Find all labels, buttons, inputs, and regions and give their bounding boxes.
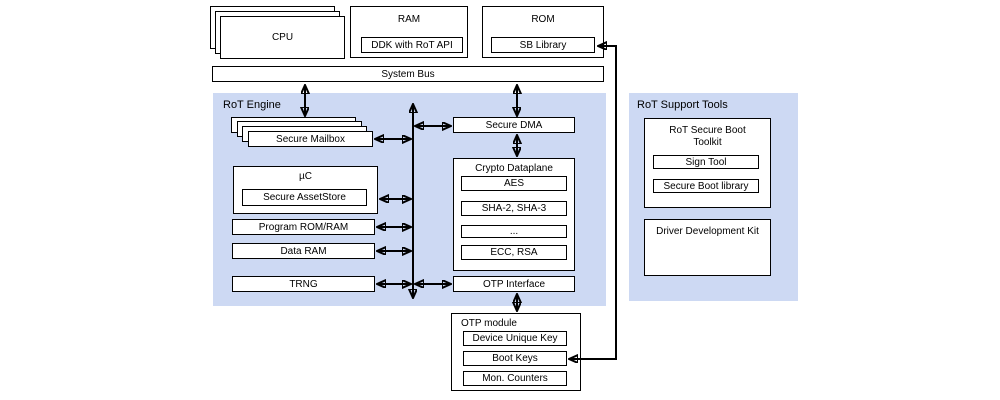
secure-dma-block: Secure DMA xyxy=(453,117,575,133)
rot-secure-boot-toolkit-block: RoT Secure Boot Toolkit Sign Tool Secure… xyxy=(644,118,771,208)
secure-assetstore-label: Secure AssetStore xyxy=(263,192,346,203)
data-ram-block: Data RAM xyxy=(232,243,375,259)
ecc-rsa-label: ECC, RSA xyxy=(490,247,538,258)
secure-mailbox-label: Secure Mailbox xyxy=(276,133,345,145)
mon-counters-box: Mon. Counters xyxy=(463,371,567,386)
otp-module-block: OTP module Device Unique Key Boot Keys M… xyxy=(451,313,581,391)
driver-development-kit-label: Driver Development Kit xyxy=(656,226,759,237)
data-ram-label: Data RAM xyxy=(280,245,327,257)
crypto-dataplane-block: Crypto Dataplane AES SHA-2, SHA-3 ... EC… xyxy=(453,158,575,271)
uc-block: µC Secure AssetStore xyxy=(233,166,378,214)
mon-counters-label: Mon. Counters xyxy=(482,373,548,384)
device-unique-key-label: Device Unique Key xyxy=(472,333,558,344)
secure-boot-library-box: Secure Boot library xyxy=(653,179,759,193)
crypto-engine-sha: SHA-2, SHA-3 xyxy=(461,201,567,216)
driver-development-kit-block: Driver Development Kit xyxy=(644,219,771,276)
boot-keys-box: Boot Keys xyxy=(463,351,567,366)
sha-label: SHA-2, SHA-3 xyxy=(481,203,547,214)
rot-engine-title: RoT Engine xyxy=(223,99,281,111)
toolkit-title: RoT Secure Boot Toolkit xyxy=(669,125,746,148)
more-engines-label: ... xyxy=(509,226,519,237)
ram-label: RAM xyxy=(397,14,421,25)
ddk-api-box: DDK with RoT API xyxy=(361,37,463,53)
sb-library-box: SB Library xyxy=(491,37,595,53)
crypto-engine-more: ... xyxy=(461,225,567,238)
otp-interface-block: OTP Interface xyxy=(453,276,575,292)
cpu-label: CPU xyxy=(271,32,294,43)
boot-keys-label: Boot Keys xyxy=(492,353,538,364)
secure-assetstore-box: Secure AssetStore xyxy=(242,189,367,206)
sb-library-label: SB Library xyxy=(519,39,567,51)
crypto-engine-ecc-rsa: ECC, RSA xyxy=(461,245,567,260)
program-rom-ram-block: Program ROM/RAM xyxy=(232,219,375,235)
system-bus-label: System Bus xyxy=(381,68,435,80)
ddk-api-label: DDK with RoT API xyxy=(371,39,453,51)
crypto-dataplane-label: Crypto Dataplane xyxy=(475,163,553,174)
aes-label: AES xyxy=(503,178,524,189)
sign-tool-label: Sign Tool xyxy=(685,156,727,168)
trng-block: TRNG xyxy=(232,276,375,292)
rom-label: ROM xyxy=(531,14,555,25)
rom-block: ROM SB Library xyxy=(482,6,604,58)
trng-label: TRNG xyxy=(289,278,318,290)
secure-dma-label: Secure DMA xyxy=(485,119,543,131)
otp-interface-label: OTP Interface xyxy=(482,278,546,290)
secure-mailbox-block: Secure Mailbox xyxy=(248,131,373,147)
program-rom-ram-label: Program ROM/RAM xyxy=(258,221,349,233)
ram-block: RAM DDK with RoT API xyxy=(350,6,468,58)
device-unique-key-box: Device Unique Key xyxy=(463,331,567,346)
cpu-block: CPU xyxy=(220,16,345,59)
secure-boot-library-label: Secure Boot library xyxy=(663,180,749,192)
otp-module-label: OTP module xyxy=(461,318,517,329)
sign-tool-box: Sign Tool xyxy=(653,155,759,169)
uc-label: µC xyxy=(299,171,312,182)
system-bus: System Bus xyxy=(212,66,604,82)
rot-support-tools-title: RoT Support Tools xyxy=(637,99,728,111)
crypto-engine-aes: AES xyxy=(461,176,567,191)
